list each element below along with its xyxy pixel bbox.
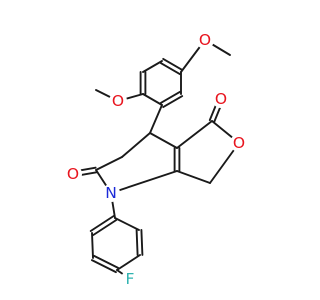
- bond-layer: [71, 39, 240, 280]
- atom-n-ring: N: [105, 184, 117, 202]
- molecule-canvas: O O O O O N F: [64, 31, 248, 288]
- bond-a5-a6-b: [162, 95, 184, 109]
- bond-p3-p4-a: [90, 259, 117, 274]
- bond-p5-p6-a: [140, 228, 144, 256]
- bond-a5-a6-a: [159, 90, 181, 104]
- bond-a2-a3: [142, 60, 163, 73]
- atom-bg-f-fluoro: [121, 270, 139, 288]
- atom-bg-o-methoxy-top: [196, 31, 214, 49]
- bond-a3-a4-b: [162, 57, 184, 71]
- atom-bg-o-ring: [230, 134, 248, 152]
- bond-p1-p2-b: [92, 219, 118, 236]
- atom-o-methoxy-top: O: [199, 31, 211, 49]
- atom-o-lactam: O: [67, 165, 79, 183]
- atom-bg-o-ketone: [212, 90, 230, 108]
- atom-o-ring: O: [233, 134, 245, 152]
- bond-c3-c2: [95, 156, 123, 171]
- bond-c7-c7a: [176, 170, 211, 184]
- atom-layer: O O O O O N F: [64, 31, 248, 288]
- bond-a6-c4: [149, 104, 163, 134]
- bond-p5-p6-b: [135, 229, 139, 257]
- atom-f-fluoro: F: [126, 270, 135, 288]
- bond-p6-p1: [114, 217, 140, 231]
- atom-bg-o-lactam: [64, 165, 82, 183]
- bond-p3-p4-b: [93, 254, 120, 269]
- bond-c4-c3: [121, 132, 151, 158]
- bond-p4-p5: [116, 254, 141, 271]
- atom-o-methoxy-left: O: [112, 92, 124, 110]
- bond-p2-p3: [91, 232, 94, 259]
- atom-o-ketone: O: [215, 90, 227, 108]
- bond-c4a-c4: [149, 132, 178, 149]
- bond-n-c7a: [110, 170, 178, 194]
- molecule-structure: O O O O O N F: [64, 31, 248, 288]
- bond-a6-a1: [142, 93, 163, 106]
- bond-p1-p2-a: [89, 215, 115, 232]
- bond-c4a-c5: [176, 120, 213, 149]
- bond-a3-a4-a: [159, 62, 181, 76]
- atom-bg-n-ring: [102, 184, 120, 202]
- atom-bg-o-methoxy-left: [109, 92, 127, 110]
